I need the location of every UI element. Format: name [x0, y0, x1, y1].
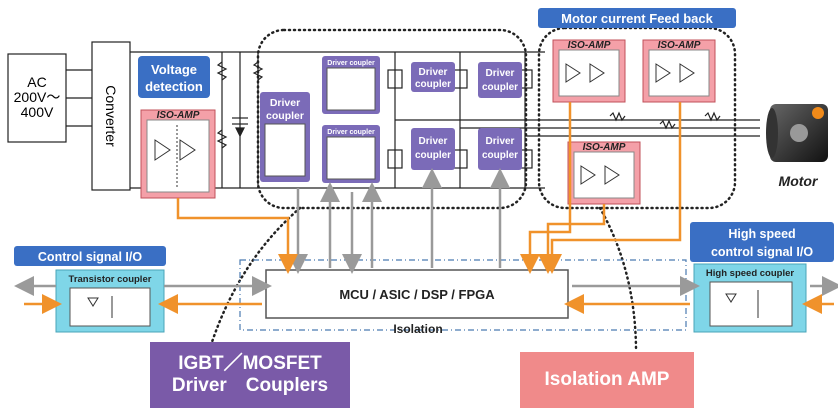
motor-current-feedback-label: Motor current Feed back [561, 11, 713, 26]
driver-coupler-right-bottom-line1: Driver [486, 136, 515, 147]
isoamp-signal-lines [176, 102, 682, 274]
motor-current-feedback-badge: Motor current Feed back [538, 8, 736, 28]
motor-phase-lines [545, 111, 760, 137]
high-speed-line1: High speed [728, 227, 795, 241]
driver-coupler-small-bottom-label: Driver coupler [327, 129, 375, 136]
high-speed-line2: control signal I/O [711, 245, 813, 259]
transistor-coupler: Transistor coupler [55, 269, 165, 333]
driver-signal-lines [288, 168, 510, 274]
driver-coupler-small-top: Driver coupler [322, 56, 380, 114]
motor-label: Motor [779, 173, 819, 189]
transistor-coupler-label: Transistor coupler [69, 274, 152, 285]
iso-amp-motor-2-label: ISO-AMP [658, 40, 701, 51]
high-speed-coupler: High speed coupler [693, 263, 807, 333]
control-signal-io-badge: Control signal I/O [14, 246, 166, 266]
driver-coupler-right-bottom: Driver coupler [478, 128, 522, 170]
driver-coupler-big-line1: Driver [270, 97, 300, 109]
driver-coupler-right-top-line2: coupler [482, 82, 518, 93]
driver-coupler-right-bottom-line2: coupler [482, 150, 518, 161]
igbt-mosfet-banner: IGBT／MOSFET Driver Couplers [150, 342, 350, 408]
ac-wires [66, 69, 92, 127]
bus-capacitor [232, 117, 248, 138]
motor: Motor [766, 104, 828, 189]
driver-coupler-mid-top-line1: Driver [419, 67, 448, 78]
iso-amp-motor-3: ISO-AMP [567, 141, 641, 205]
isolation-label: Isolation [393, 322, 442, 336]
high-speed-coupler-label: High speed coupler [706, 268, 794, 279]
driver-coupler-mid-bottom-line2: coupler [415, 150, 451, 161]
voltage-detection-line2: detection [145, 79, 203, 94]
driver-coupler-right-top-line1: Driver [486, 68, 515, 79]
voltage-detection-line1: Voltage [151, 62, 197, 77]
iso-amp-motor-1: ISO-AMP [552, 39, 626, 103]
iso-amp-voltage: ISO-AMP [140, 109, 216, 199]
igbt-banner-line1: IGBT／MOSFET [178, 353, 322, 375]
driver-coupler-big-line2: coupler [266, 110, 304, 122]
iso-amp-motor-3-label: ISO-AMP [583, 142, 626, 153]
driver-coupler-right-top: Driver coupler [478, 62, 522, 98]
high-speed-control-badge: High speed control signal I/O [690, 222, 834, 262]
driver-coupler-mid-top: Driver coupler [411, 62, 455, 92]
control-signal-io-label: Control signal I/O [38, 250, 142, 264]
ac-source: AC 200V～ 400V [7, 53, 67, 143]
ac-line2: 200V～ [14, 89, 61, 105]
driver-coupler-mid-bottom: Driver coupler [411, 128, 455, 170]
iso-amp-motor-1-label: ISO-AMP [568, 40, 611, 51]
driver-coupler-mid-bottom-line1: Driver [419, 136, 448, 147]
ac-line3: 400V [21, 104, 54, 120]
isolation-amp-banner: Isolation AMP [520, 352, 694, 408]
ac-line1: AC [27, 74, 46, 90]
mcu-label: MCU / ASIC / DSP / FPGA [339, 287, 495, 302]
converter-label: Converter [103, 85, 119, 147]
iso-amp-motor-2: ISO-AMP [642, 39, 716, 103]
iso-amp-voltage-label: ISO-AMP [157, 110, 200, 121]
driver-coupler-big: Driver coupler [260, 92, 310, 182]
driver-coupler-mid-top-line2: coupler [415, 79, 451, 90]
igbt-banner-line2: Driver Couplers [171, 375, 329, 396]
mcu-block: MCU / ASIC / DSP / FPGA [265, 269, 569, 319]
driver-coupler-small-bottom: Driver coupler [322, 125, 380, 183]
isolation-amp-banner-label: Isolation AMP [544, 369, 670, 391]
converter-block: Converter [91, 41, 131, 191]
voltage-detection-badge: Voltage detection [138, 56, 210, 98]
driver-coupler-small-top-label: Driver coupler [327, 60, 375, 67]
